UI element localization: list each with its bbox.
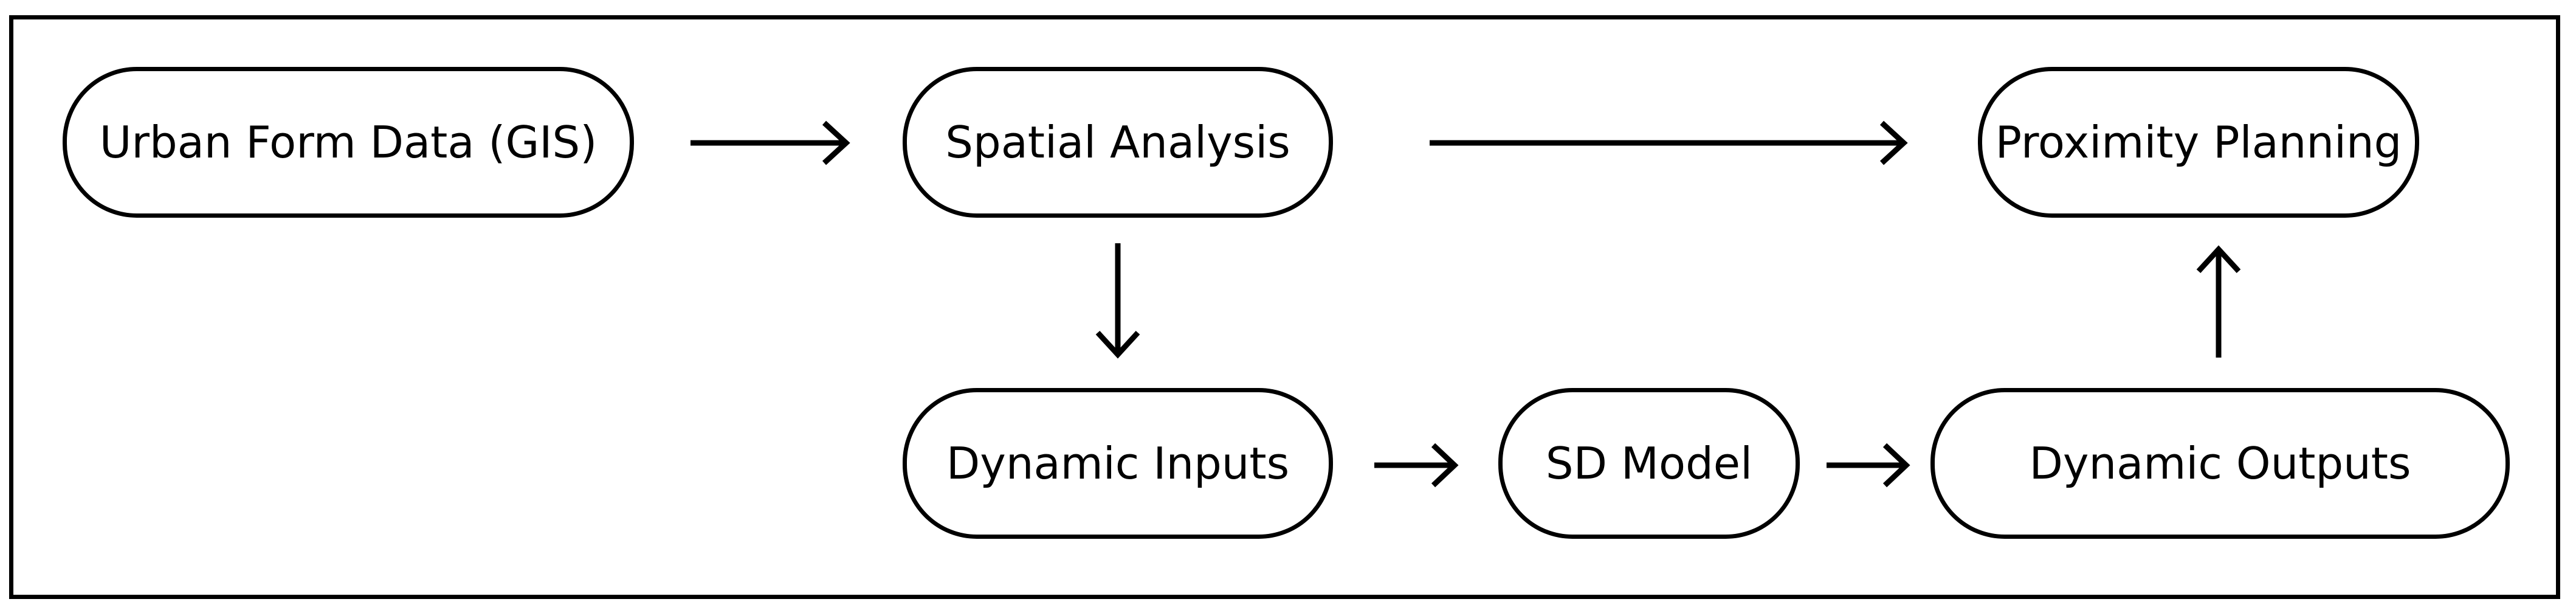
node-proximity-planning: Proximity Planning [1978, 67, 2419, 218]
node-urban-form-data-label: Urban Form Data (GIS) [99, 117, 598, 168]
arrow-dynamic-outputs-to-proximity-planning [2196, 245, 2241, 358]
node-dynamic-inputs: Dynamic Inputs [903, 388, 1333, 539]
arrow-urban-form-to-spatial-analysis [690, 120, 850, 165]
node-proximity-planning-label: Proximity Planning [1995, 117, 2402, 168]
node-dynamic-outputs: Dynamic Outputs [1930, 388, 2510, 539]
node-spatial-analysis: Spatial Analysis [903, 67, 1333, 218]
arrow-dynamic-inputs-to-sd-model [1374, 443, 1459, 488]
node-sd-model: SD Model [1498, 388, 1800, 539]
node-spatial-analysis-label: Spatial Analysis [945, 117, 1290, 168]
arrow-spatial-analysis-to-dynamic-inputs [1095, 243, 1140, 359]
node-sd-model-label: SD Model [1545, 438, 1753, 489]
node-urban-form-data: Urban Form Data (GIS) [63, 67, 634, 218]
arrow-spatial-analysis-to-proximity-planning [1430, 120, 1908, 165]
node-dynamic-inputs-label: Dynamic Inputs [946, 438, 1290, 489]
arrow-sd-model-to-dynamic-outputs [1827, 443, 1910, 488]
node-dynamic-outputs-label: Dynamic Outputs [2029, 438, 2411, 489]
